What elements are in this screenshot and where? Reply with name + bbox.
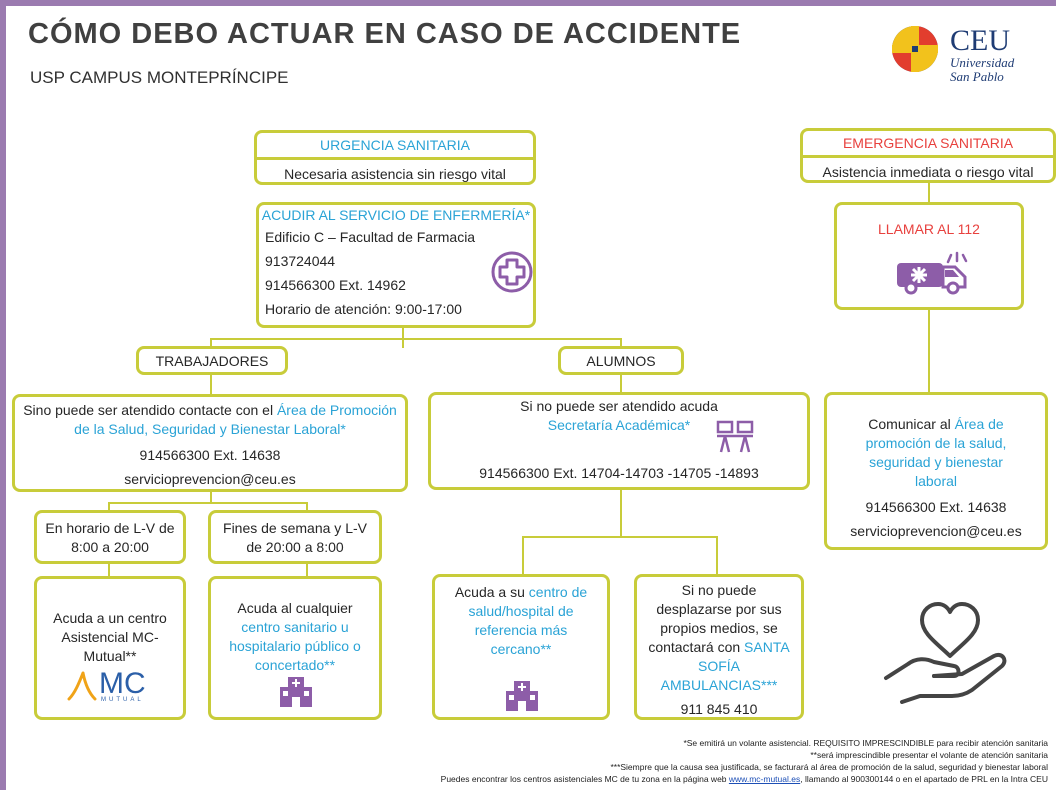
mc-mutual-box: Acuda a un centro Asistencial MC-Mutual*… [34,576,186,720]
weekday-hours-box: En horario de L-V de 8:00 a 20:00 [34,510,186,564]
footnote-4-pre: Puedes encontrar los centros asistencial… [440,774,729,784]
alumnos-info-box: Si no puede ser atendido acuda Secretarí… [428,392,810,490]
alumnos-text-link[interactable]: Secretaría Académica* [547,417,691,433]
centro-publico-text: Acuda al cualquier centro sanitario u ho… [211,579,379,675]
connector [716,536,718,576]
connector [210,338,620,340]
trabajadores-phone: 914566300 Ext. 14638 [139,447,281,463]
alumnos-phone: 914566300 Ext. 14704-14703 -14705 -14893 [479,465,759,481]
comunicar-text: Comunicar al Área de promoción de la sal… [827,395,1045,491]
footnote-1: *Se emitirá un volante asistencial. REQU… [683,738,1048,748]
trabajadores-info-box: Sino puede ser atendido contacte con el … [12,394,408,492]
mc-mutual-text: Acuda a un centro Asistencial MC-Mutual*… [53,610,167,664]
connector [522,536,524,576]
trabajadores-text-link[interactable]: Área de Promoción de la Salud, Seguridad… [74,402,397,437]
emergencia-desc: Asistencia inmediata o riesgo vital [803,155,1053,180]
enfermeria-box: ACUDIR AL SERVICIO DE ENFERMERÍA* Edific… [256,202,536,328]
urgencia-desc: Necesaria asistencia sin riesgo vital [257,157,533,182]
comunicar-box: Comunicar al Área de promoción de la sal… [824,392,1048,550]
connector [620,490,622,536]
centro-salud-box: Acuda a su centro de salud/hospital de r… [432,574,610,720]
emergencia-title: EMERGENCIA SANITARIA [842,135,1014,151]
footnote-3: ***Siempre que la causa sea justificada,… [610,762,1048,772]
weekend-hours: Fines de semana y L-V de 20:00 a 8:00 [223,520,367,555]
page-title: CÓMO DEBO ACTUAR EN CASO DE ACCIDENTE [28,18,742,50]
connector [620,338,622,350]
trabajadores-email[interactable]: servicioprevencion@ceu.es [124,471,296,487]
ceu-cross-icon [892,26,938,72]
connector [210,490,212,502]
enfermeria-phone2: 914566300 Ext. 14962 [265,277,406,293]
ambulancias-box: Si no puede desplazarse por sus propios … [634,574,804,720]
urgencia-title: URGENCIA SANITARIA [320,137,470,153]
comunicar-phone: 914566300 Ext. 14638 [865,499,1007,515]
mc-logo-sub: MUTUAL [101,697,144,703]
ceu-logo [890,24,940,74]
weekend-hours-box: Fines de semana y L-V de 20:00 a 8:00 [208,510,382,564]
connector [210,372,212,396]
logo-name: CEU [950,24,1010,57]
trabajadores-label-box: TRABAJADORES [136,346,288,375]
hospital-icon [503,677,541,713]
page-subtitle: USP CAMPUS MONTEPRÍNCIPE [30,68,289,87]
centro-salud-text: Acuda a su centro de salud/hospital de r… [435,577,607,659]
urgencia-box: URGENCIA SANITARIA Necesaria asistencia … [254,130,536,185]
connector [108,502,308,504]
enfermeria-phone1: 913724044 [265,253,336,269]
connector [928,310,930,394]
centro-publico-link[interactable]: centro sanitario u hospitalario público … [229,619,361,673]
ambulancias-pre: Si no puede desplazarse por sus propios … [648,582,782,655]
llamar-112-box: LLAMAR AL 112 [834,202,1024,310]
ambulance-icon [893,251,969,295]
centro-publico-pre: Acuda al cualquier [237,600,353,616]
emergencia-box: EMERGENCIA SANITARIA Asistencia inmediat… [800,128,1056,183]
connector [108,502,110,512]
alumnos-label: ALUMNOS [586,353,656,369]
enfermeria-title: ACUDIR AL SERVICIO DE ENFERMERÍA* [261,207,531,223]
mc-mutual-logo: MC MUTUAL [67,667,157,705]
connector [928,180,930,204]
heart-hand-icon [880,594,1010,704]
trabajadores-text: Sino puede ser atendido contacte con el … [15,397,405,439]
logo-line1: Universidad [950,55,1015,70]
comunicar-text-link[interactable]: Área de promoción de la salud, seguridad… [865,416,1007,489]
ambulancias-phone: 911 845 410 [680,701,758,717]
mc-logo-text: MC [99,667,146,700]
llamar-112-label: LLAMAR AL 112 [878,221,980,237]
alumnos-text-pre: Si no puede ser atendido acuda [520,398,718,414]
comunicar-email[interactable]: servicioprevencion@ceu.es [850,523,1022,539]
connector [306,564,308,578]
centro-salud-link[interactable]: centro de salud/hospital de referencia m… [468,584,588,657]
ambulancias-link[interactable]: SANTA SOFÍA AMBULANCIAS*** [660,639,790,693]
alumnos-label-box: ALUMNOS [558,346,684,375]
medical-cross-icon [491,251,533,293]
trabajadores-label: TRABAJADORES [155,353,269,369]
centro-salud-pre: Acuda a su [454,584,529,600]
connector [620,372,622,392]
enfermeria-building: Edificio C – Facultad de Farmacia [265,229,476,245]
mc-mutual-link[interactable]: www.mc-mutual.es [728,774,801,784]
office-desk-icon [715,419,755,455]
weekday-hours: En horario de L-V de 8:00 a 20:00 [45,520,175,555]
logo-line2: San Pablo [950,69,1004,84]
footnote-4: Puedes encontrar los centros asistencial… [441,774,1048,784]
footnote-2: **será imprescindible presentar el volan… [810,750,1048,760]
ceu-logo-text: CEU Universidad San Pablo [950,26,1014,84]
alumnos-text: Si no puede ser atendido acuda Secretarí… [431,395,807,435]
connector [210,338,212,350]
enfermeria-hours: Horario de atención: 9:00-17:00 [265,301,462,317]
ambulancias-text: Si no puede desplazarse por sus propios … [637,577,801,695]
hospital-icon [277,673,315,709]
comunicar-text-pre: Comunicar al [868,416,955,432]
footnote-4-post: , llamando al 900300144 o en el apartado… [800,774,1048,784]
centro-publico-box: Acuda al cualquier centro sanitario u ho… [208,576,382,720]
connector [522,536,718,538]
connector [306,502,308,512]
trabajadores-text-pre: Sino puede ser atendido contacte con el [23,402,277,418]
connector [108,564,110,578]
